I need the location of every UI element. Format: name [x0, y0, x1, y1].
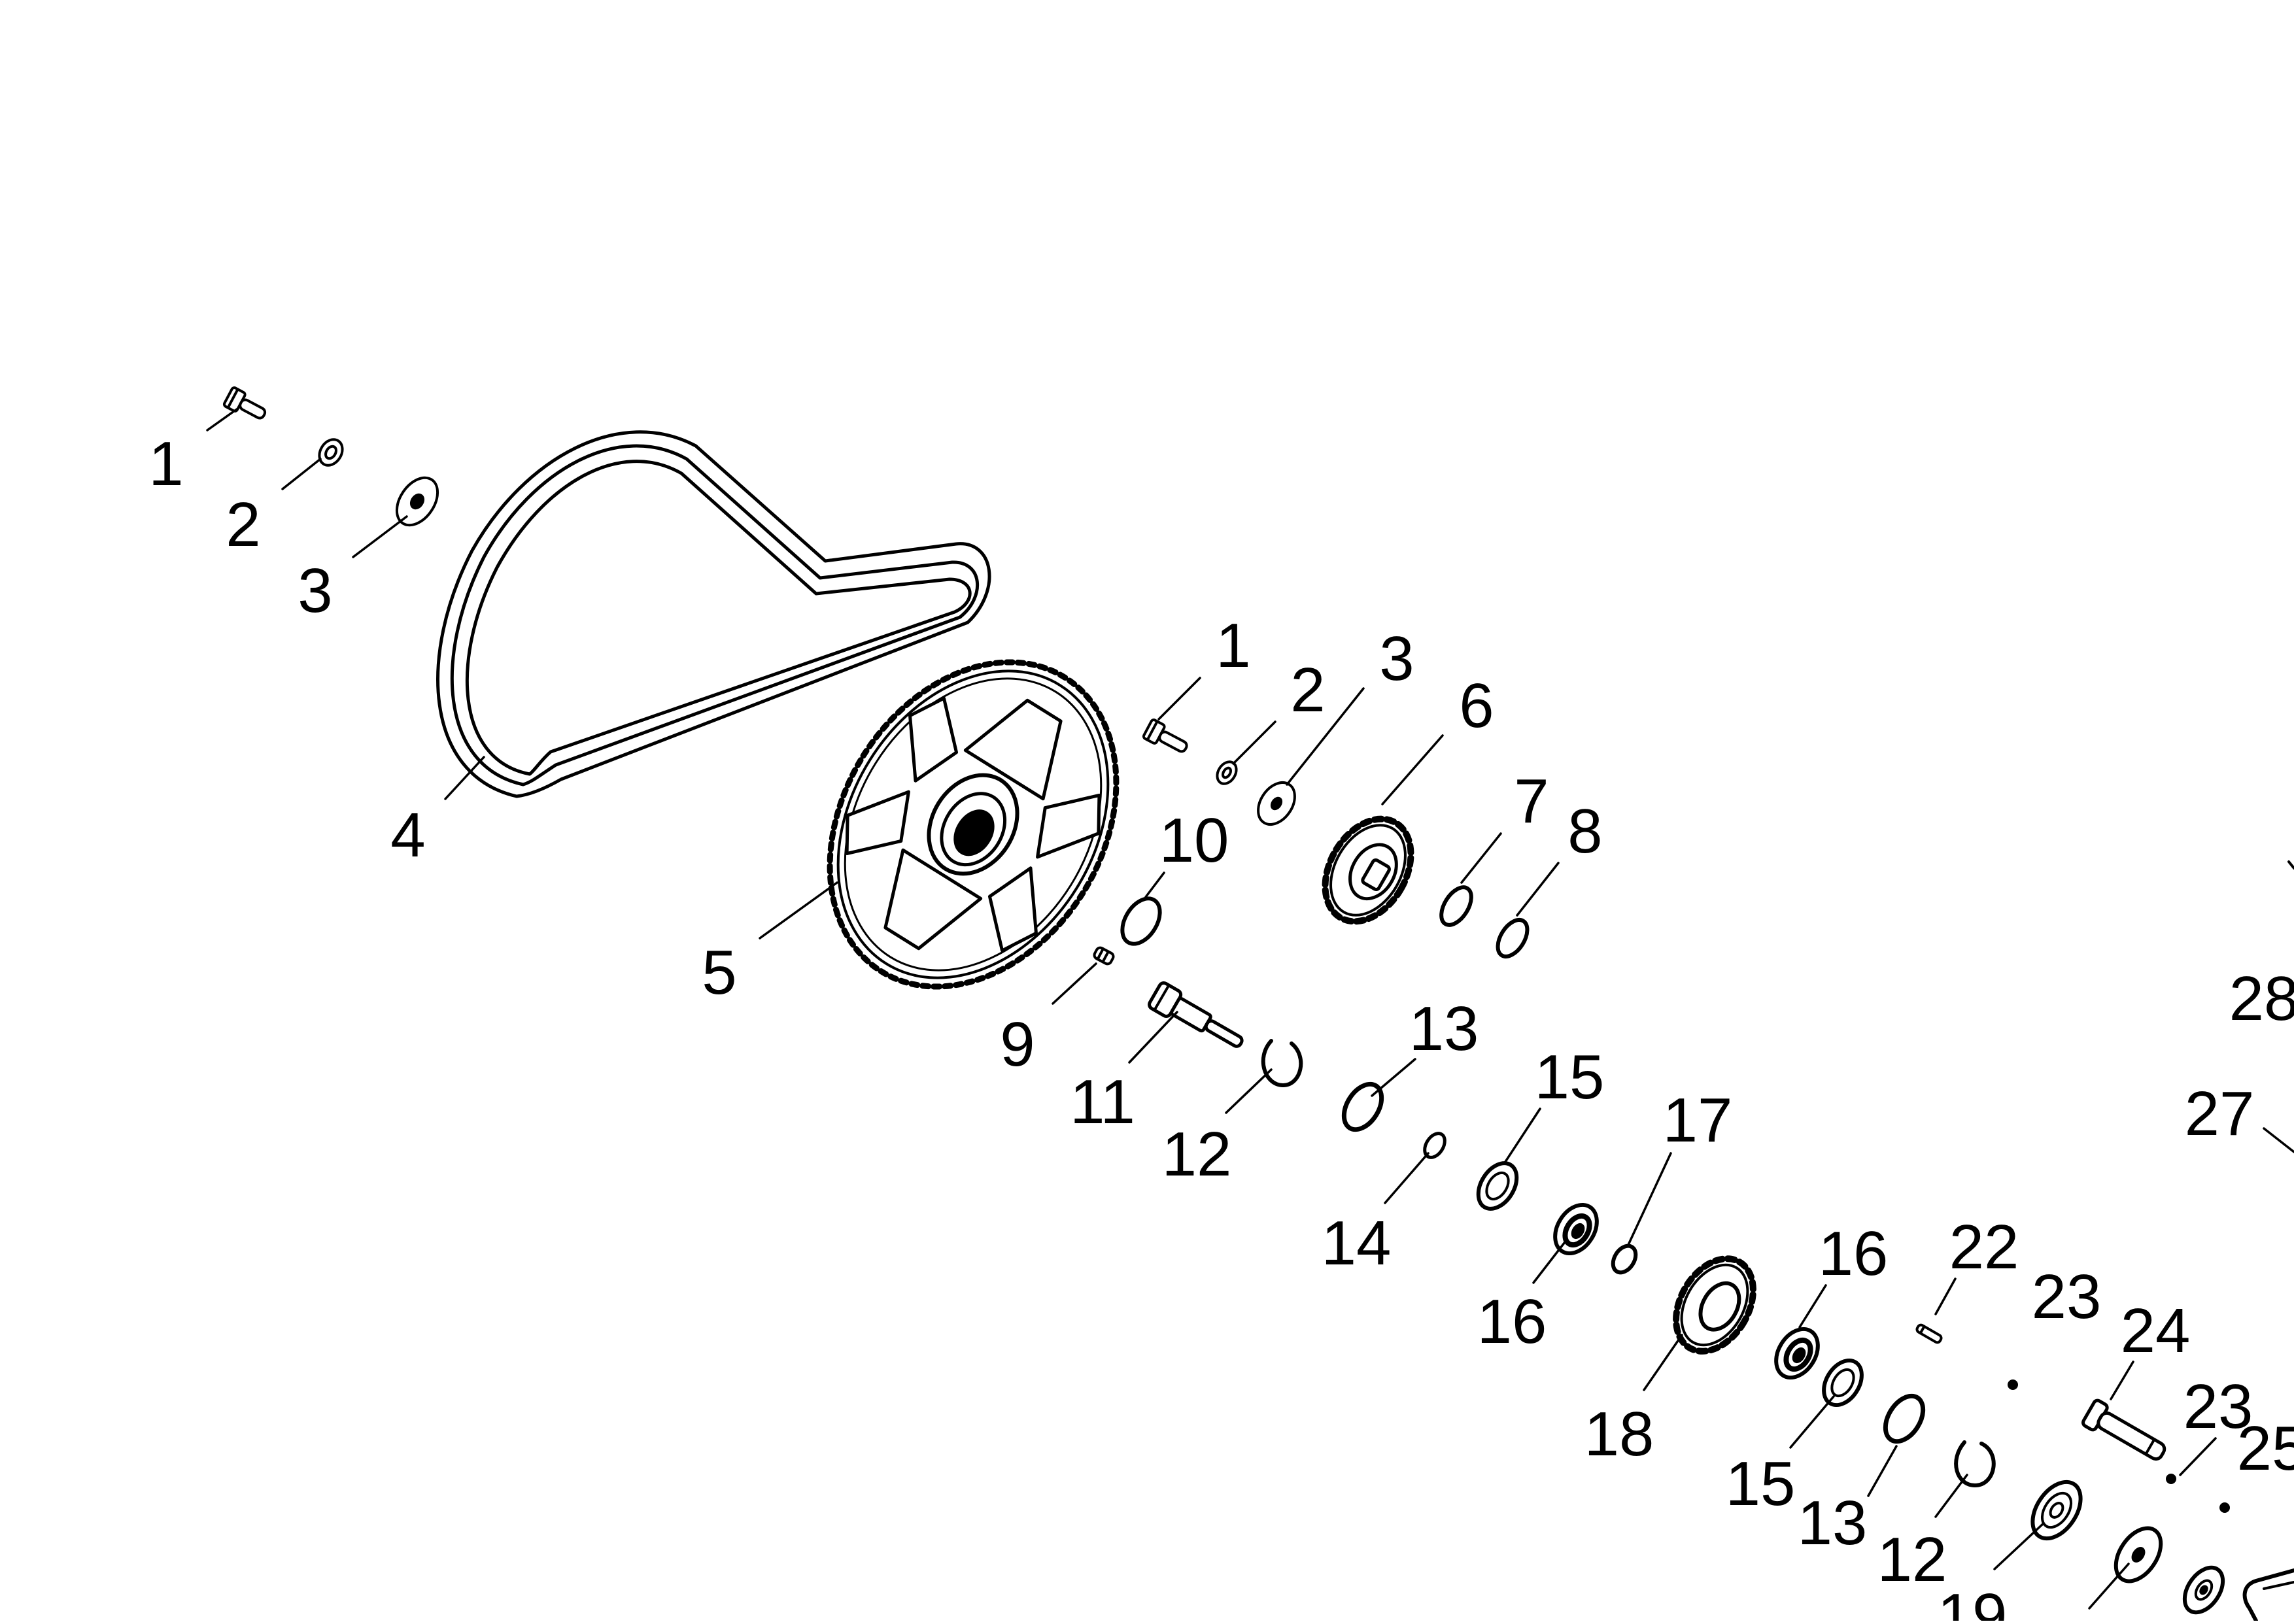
- callout-label: 2: [226, 490, 260, 560]
- partial-right-part: [2287, 860, 2294, 870]
- snap-ring-part: [1439, 885, 1473, 927]
- thrust-washer-part: [1476, 1161, 1519, 1211]
- callout-label: 5: [702, 938, 736, 1007]
- bearing-part: [1774, 1327, 1820, 1380]
- callout-label: 15: [1726, 1449, 1796, 1519]
- shoulder-bolt-part: [1148, 981, 1244, 1048]
- ring-part: [1120, 896, 1162, 946]
- callout-label: 16: [1819, 1219, 1889, 1289]
- set-screw-part: [1093, 946, 1115, 966]
- callout-label: 15: [1535, 1042, 1605, 1112]
- ring-part: [1611, 1243, 1638, 1275]
- callout-label: 1: [148, 429, 183, 499]
- callout-label: 22: [1949, 1212, 2019, 1282]
- bolt-part: [222, 386, 267, 420]
- callout-label: 3: [298, 556, 332, 626]
- sprocket-part: [1673, 1255, 1756, 1355]
- ring-part: [1341, 1081, 1384, 1132]
- callout-label: 14: [1322, 1208, 1392, 1278]
- belt-part: [436, 430, 991, 798]
- callout-label: 16: [1477, 1287, 1547, 1357]
- callout-label: 18: [1584, 1399, 1654, 1469]
- callout-label: 3: [1379, 624, 1414, 694]
- bearing-part: [1553, 1202, 1599, 1256]
- callout-label: 23: [2032, 1262, 2102, 1332]
- callout-label: 4: [390, 800, 425, 870]
- callout-label: 28: [2229, 964, 2294, 1034]
- snap-ring-part: [1496, 918, 1530, 958]
- lock-washer-part-2: [1216, 760, 1238, 785]
- clevis-pin-part: [2081, 1398, 2166, 1461]
- callout-label: 23: [2183, 1372, 2253, 1442]
- callout-label: 2: [1290, 655, 1325, 725]
- thrust-washer-part: [1822, 1358, 1864, 1408]
- callout-labels: 1 2 3 4 5 1 2 3 6 7 8 10 9 11 12 13 14 1…: [148, 429, 2294, 1624]
- pin-part: [1915, 1323, 1943, 1344]
- callout-label: 13: [1798, 1488, 1868, 1558]
- callout-label: 19: [1938, 1581, 2008, 1621]
- small-ring-part: [1423, 1132, 1447, 1159]
- housing-partial-part: [2263, 1581, 2294, 1590]
- callout-label: 1: [1216, 611, 1250, 681]
- ring-part: [1883, 1393, 1926, 1444]
- callout-label: 17: [1663, 1085, 1733, 1155]
- callout-label: 11: [1070, 1067, 1135, 1137]
- large-sprocket-part: [827, 659, 1120, 990]
- callout-label: 25: [2237, 1413, 2294, 1483]
- roll-pin-dots: [2008, 1379, 2230, 1513]
- small-sprocket-part: [1322, 815, 1414, 925]
- retaining-ring-part: [1261, 1039, 1303, 1087]
- callout-label: 27: [2185, 1079, 2255, 1149]
- flat-washer-part-4: [2114, 1526, 2163, 1583]
- retaining-ring-part: [1954, 1440, 1996, 1487]
- callout-label: 9: [1000, 1009, 1035, 1079]
- bolt-part-2: [1142, 719, 1188, 753]
- callout-label: 10: [1159, 805, 1229, 875]
- flat-washer-part-2: [1257, 781, 1296, 826]
- flat-washer-part-5: [2182, 1565, 2225, 1615]
- housing-partial-part: [2242, 1568, 2294, 1623]
- callout-label: 24: [2121, 1296, 2191, 1366]
- callout-label: 7: [1514, 766, 1549, 836]
- lock-washer-part: [318, 438, 344, 467]
- callout-label: 12: [1877, 1525, 1947, 1595]
- flat-washer-part: [395, 476, 439, 527]
- flat-washer-part-3: [2030, 1480, 2083, 1541]
- callout-label: 8: [1567, 796, 1602, 866]
- callout-label: 12: [1162, 1119, 1232, 1189]
- callout-label: 6: [1459, 671, 1494, 741]
- leader-lines: [206, 408, 2294, 1610]
- callout-label: 13: [1409, 994, 1479, 1064]
